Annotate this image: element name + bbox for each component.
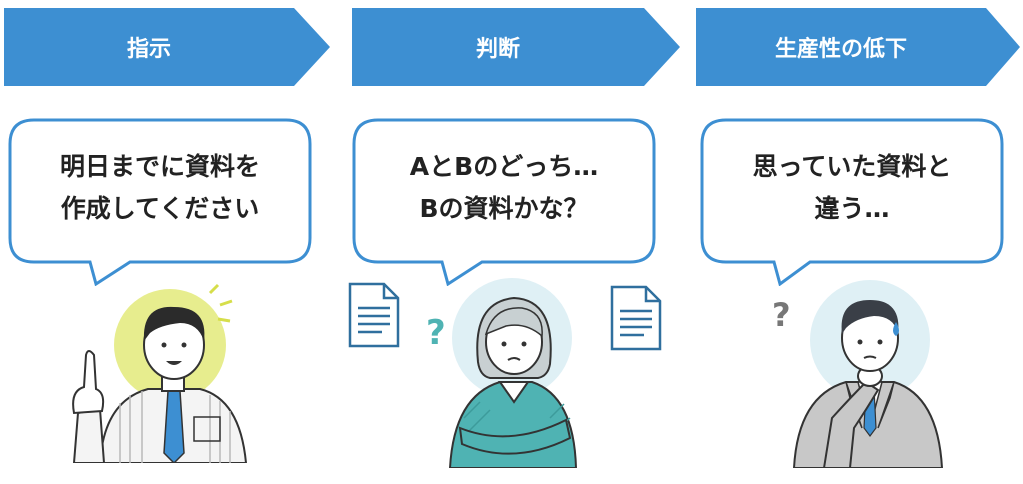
speech-text: 明日までに資料を 作成してください: [16, 146, 304, 230]
speech-bubble-shape: [352, 118, 656, 286]
speech-line-1: 思っていた資料と: [752, 152, 952, 181]
speech-bubble-judgment: AとBのどっち… Bの資料かな？: [352, 118, 656, 286]
step-arrow-productivity-decline: 生産性の低下: [696, 8, 1020, 86]
speech-text: 思っていた資料と 違う…: [708, 146, 996, 230]
speech-text: AとBのどっち… Bの資料かな？: [360, 146, 648, 230]
step-label: 生産性の低下: [774, 37, 907, 62]
speech-line-2: Bの資料かな？: [419, 194, 589, 223]
chevron-arrow-shape: [352, 8, 680, 86]
svg-text:?: ?: [772, 296, 791, 334]
step-arrow-instruction: 指示: [4, 8, 330, 86]
document-a-icon: [348, 282, 400, 348]
man-pointing-illustration: [60, 283, 260, 463]
speech-bubble-shape: [8, 118, 312, 286]
speech-bubble-productivity-decline: 思っていた資料と 違う…: [700, 118, 1004, 286]
speech-line-1: AとBのどっち…: [409, 152, 599, 181]
chevron-arrow-shape: [4, 8, 330, 86]
speech-bubble-shape: [700, 118, 1004, 286]
svg-text:?: ?: [426, 313, 446, 353]
step-label: 指示: [126, 37, 171, 62]
step-arrow-judgment: 判断: [352, 8, 680, 86]
speech-line-1: 明日までに資料を: [59, 152, 260, 181]
man-puzzled-illustration: ?: [770, 278, 950, 468]
speech-bubble-instruction: 明日までに資料を 作成してください: [8, 118, 312, 286]
document-b-icon: [610, 285, 662, 351]
woman-thinking-illustration: ?: [420, 278, 600, 468]
speech-line-2: 違う…: [814, 194, 890, 223]
chevron-arrow-shape: [696, 8, 1020, 86]
step-label: 判断: [475, 37, 520, 62]
speech-line-2: 作成してください: [60, 194, 260, 223]
